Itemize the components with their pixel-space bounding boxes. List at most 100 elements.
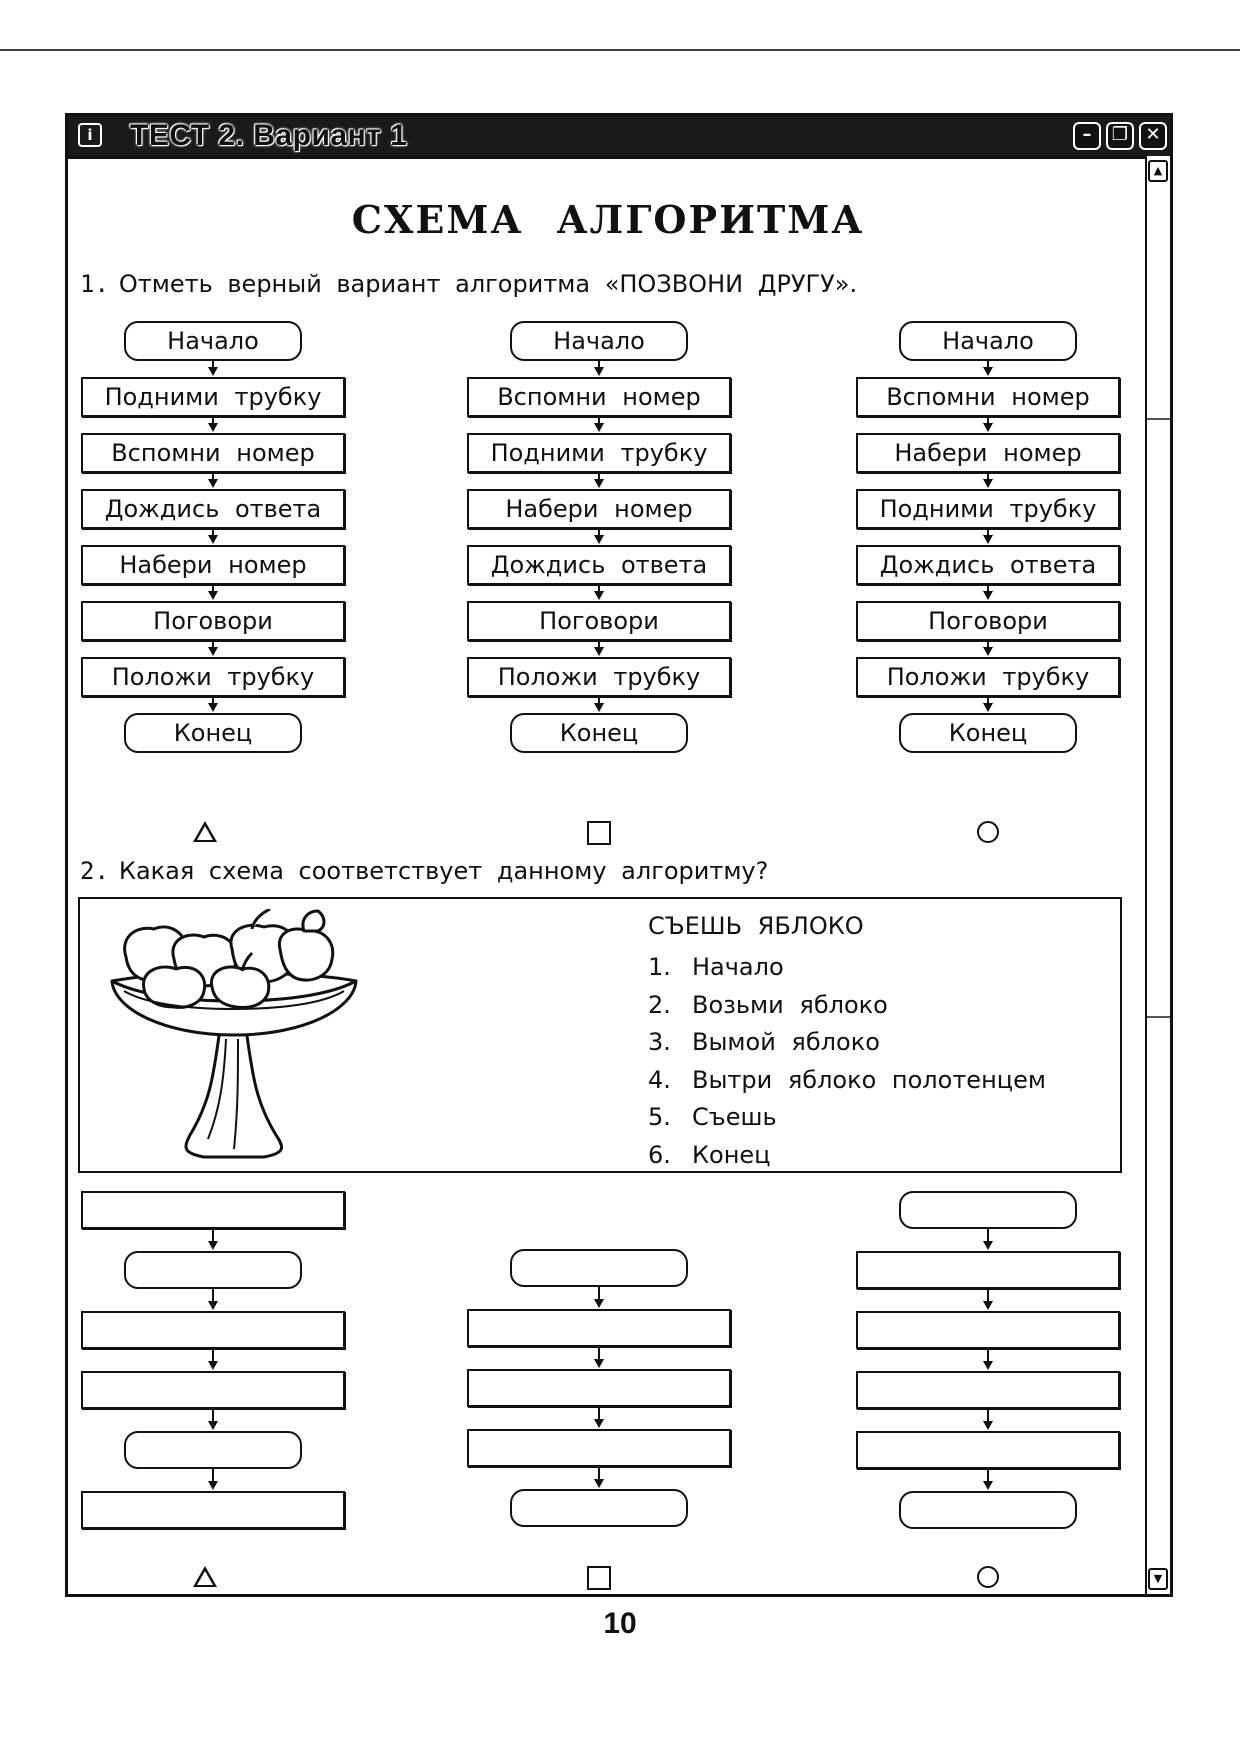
algorithm-step: 6.Конец	[648, 1137, 1046, 1175]
flow-arrow	[203, 697, 223, 713]
flow-terminal: Конец	[510, 713, 688, 753]
flow-arrow	[203, 1229, 223, 1251]
step-number: 2.	[648, 987, 692, 1025]
step-text: Вымой яблоко	[692, 1028, 880, 1056]
empty-terminal-box[interactable]	[510, 1249, 688, 1287]
empty-scheme-square	[466, 1249, 732, 1527]
algorithm-step: 4.Вытри яблоко полотенцем	[648, 1062, 1046, 1100]
scroll-up-icon[interactable]: ▲	[1148, 160, 1168, 182]
empty-terminal-box[interactable]	[124, 1431, 302, 1469]
algorithm-step: 5.Съешь	[648, 1099, 1046, 1137]
flow-arrow	[203, 473, 223, 489]
flow-arrow	[978, 641, 998, 657]
empty-terminal-box[interactable]	[899, 1191, 1077, 1229]
step-number: 4.	[648, 1062, 692, 1100]
flow-terminal: Начало	[124, 321, 302, 361]
flow-step: Положи трубку	[856, 657, 1120, 697]
flow-step: Положи трубку	[467, 657, 731, 697]
flow-arrow	[978, 585, 998, 601]
vertical-scrollbar[interactable]: ▲ ▼	[1145, 156, 1170, 1594]
option-circle-icon[interactable]	[977, 1566, 1001, 1590]
flow-step: Подними трубку	[856, 489, 1120, 529]
flow-arrow	[978, 1469, 998, 1491]
flow-arrow	[589, 641, 609, 657]
flow-terminal: Конец	[124, 713, 302, 753]
flow-step: Набери номер	[467, 489, 731, 529]
flow-arrow	[589, 1467, 609, 1489]
flow-step: Подними трубку	[467, 433, 731, 473]
step-number: 3.	[648, 1024, 692, 1062]
empty-process-box[interactable]	[81, 1191, 345, 1229]
test-window: i ТЕСТ 2. Вариант 1 – ❐ ✕ ▲ ▼ СХЕМА АЛГО…	[65, 113, 1173, 1597]
flow-arrow	[978, 417, 998, 433]
flow-arrow	[978, 361, 998, 377]
empty-process-box[interactable]	[81, 1371, 345, 1409]
flow-arrow	[203, 417, 223, 433]
empty-terminal-box[interactable]	[510, 1489, 688, 1527]
empty-process-box[interactable]	[856, 1371, 1120, 1409]
scrollbar-divider	[1147, 418, 1170, 420]
flow-terminal: Начало	[510, 321, 688, 361]
flow-step: Дождись ответа	[467, 545, 731, 585]
empty-scheme-triangle	[80, 1191, 346, 1529]
step-number: 6.	[648, 1137, 692, 1175]
flow-arrow	[978, 473, 998, 489]
empty-process-box[interactable]	[467, 1369, 731, 1407]
scroll-down-icon[interactable]: ▼	[1148, 1568, 1168, 1590]
empty-process-box[interactable]	[81, 1491, 345, 1529]
algorithm-title: СЪЕШЬ ЯБЛОКО	[648, 911, 864, 941]
flow-arrow	[203, 1469, 223, 1491]
option-triangle-icon[interactable]	[193, 821, 217, 845]
flow-step: Дождись ответа	[81, 489, 345, 529]
question-text: Отметь верный вариант алгоритма «ПОЗВОНИ…	[119, 270, 857, 298]
flow-step: Вспомни номер	[81, 433, 345, 473]
question-number: 2.	[80, 857, 109, 885]
empty-terminal-box[interactable]	[899, 1491, 1077, 1529]
flow-arrow	[978, 1229, 998, 1251]
flow-arrow	[589, 417, 609, 433]
algorithm-steps: 1.Начало2.Возьми яблоко3.Вымой яблоко4.В…	[648, 949, 1046, 1174]
flow-step: Вспомни номер	[467, 377, 731, 417]
flowchart-option-triangle: НачалоПодними трубкуВспомни номерДождись…	[80, 321, 346, 753]
flow-arrow	[978, 529, 998, 545]
flowchart-option-square: НачалоВспомни номерПодними трубкуНабери …	[466, 321, 732, 753]
flow-arrow	[978, 1349, 998, 1371]
flow-arrow	[203, 641, 223, 657]
page-top-rule	[0, 49, 1240, 51]
flow-arrow	[203, 1409, 223, 1431]
empty-process-box[interactable]	[856, 1251, 1120, 1289]
option-circle-icon[interactable]	[977, 821, 1001, 845]
flow-arrow	[589, 585, 609, 601]
empty-process-box[interactable]	[856, 1311, 1120, 1349]
empty-process-box[interactable]	[467, 1429, 731, 1467]
empty-scheme-circle	[855, 1191, 1121, 1529]
step-text: Съешь	[692, 1103, 777, 1131]
algorithm-box: СЪЕШЬ ЯБЛОКО 1.Начало2.Возьми яблоко3.Вы…	[78, 897, 1122, 1173]
option-triangle-icon[interactable]	[193, 1566, 217, 1590]
empty-process-box[interactable]	[467, 1309, 731, 1347]
flow-step: Поговори	[81, 601, 345, 641]
step-text: Возьми яблоко	[692, 991, 888, 1019]
flow-step: Набери номер	[81, 545, 345, 585]
empty-process-box[interactable]	[856, 1431, 1120, 1469]
flow-step: Дождись ответа	[856, 545, 1120, 585]
algorithm-step: 2.Возьми яблоко	[648, 987, 1046, 1025]
option-square-icon[interactable]	[587, 1566, 611, 1590]
step-text: Вытри яблоко полотенцем	[692, 1066, 1046, 1094]
question-1: 1.Отметь верный вариант алгоритма «ПОЗВО…	[80, 269, 857, 299]
question-2: 2. Какая схема соответствует данному алго…	[80, 856, 768, 886]
question-text: Какая схема соответствует данному алгори…	[119, 857, 768, 885]
flow-arrow	[203, 585, 223, 601]
empty-terminal-box[interactable]	[124, 1251, 302, 1289]
flow-arrow	[589, 1347, 609, 1369]
empty-process-box[interactable]	[81, 1311, 345, 1349]
scrollbar-divider	[1147, 1016, 1170, 1018]
step-text: Конец	[692, 1141, 771, 1169]
option-square-icon[interactable]	[587, 821, 611, 845]
flow-arrow	[203, 1349, 223, 1371]
flow-arrow	[589, 1407, 609, 1429]
step-number: 5.	[648, 1099, 692, 1137]
flow-arrow	[589, 1287, 609, 1309]
flow-terminal: Конец	[899, 713, 1077, 753]
page-title: СХЕМА АЛГОРИТМА	[68, 196, 1148, 244]
